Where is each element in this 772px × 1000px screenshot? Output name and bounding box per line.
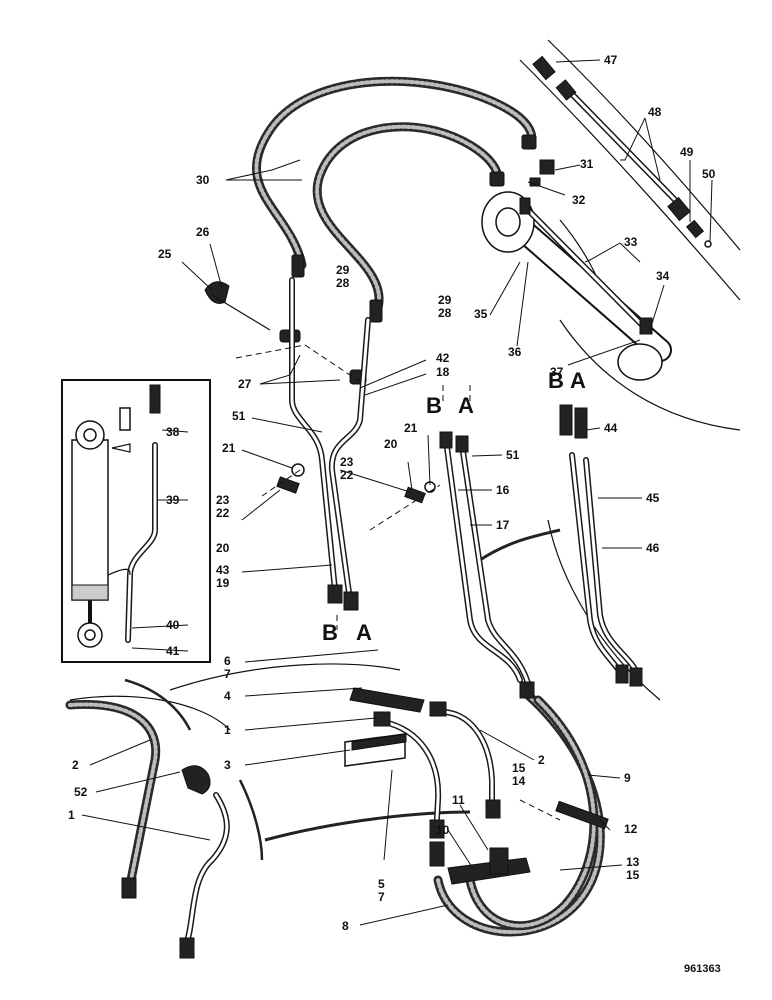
callout-51a: 51 — [232, 409, 246, 423]
leader-lines — [81, 59, 713, 926]
callout-43: 43 — [216, 563, 230, 577]
callout-12: 12 — [624, 822, 638, 836]
port-letters: B A B A B A — [322, 368, 586, 645]
callout-49: 49 — [680, 145, 694, 159]
callout-44: 44 — [604, 421, 618, 435]
callout-29a: 29 — [336, 263, 350, 277]
callout-35: 35 — [474, 307, 488, 321]
callout-23a: 23 — [216, 493, 230, 507]
callout-47: 47 — [604, 53, 618, 67]
machine-outlines — [69, 39, 741, 861]
port-label-a-left: A — [356, 620, 372, 645]
port-label-a-right: A — [570, 368, 586, 393]
callout-19: 19 — [216, 576, 230, 590]
callout-7b: 7 — [378, 890, 385, 904]
callout-41: 41 — [166, 644, 180, 658]
port-label-b-left: B — [322, 620, 338, 645]
callout-1b: 1 — [68, 808, 75, 822]
callout-31: 31 — [580, 157, 594, 171]
callout-16: 16 — [496, 483, 510, 497]
callout-numbers: 47 48 49 50 31 32 30 26 25 29 28 33 34 2… — [68, 53, 721, 975]
pipes-43-19 — [289, 277, 371, 611]
reference-lines — [235, 344, 561, 821]
callout-17: 17 — [496, 518, 510, 532]
callout-22a: 22 — [216, 506, 230, 520]
callout-32: 32 — [572, 193, 586, 207]
callout-4: 4 — [224, 689, 231, 703]
callout-48: 48 — [648, 105, 662, 119]
callout-15b: 15 — [626, 868, 640, 882]
callout-3: 3 — [224, 758, 231, 772]
port-label-b-mid: B — [426, 393, 442, 418]
callout-46: 46 — [646, 541, 660, 555]
callout-2a: 2 — [72, 758, 79, 772]
callout-28b: 28 — [438, 306, 452, 320]
cylinder-assembly — [481, 159, 672, 381]
port-label-a-mid: A — [458, 393, 474, 418]
pipes-16-17 — [439, 431, 533, 693]
hose-30 — [252, 76, 537, 323]
callout-42: 42 — [436, 351, 450, 365]
callout-1a: 1 — [224, 723, 231, 737]
callout-7a: 7 — [224, 667, 231, 681]
callout-50: 50 — [702, 167, 716, 181]
callout-15a: 15 — [512, 761, 526, 775]
callout-21b: 21 — [404, 421, 418, 435]
callout-30: 30 — [196, 173, 210, 187]
pipes-1-2-left — [65, 699, 230, 959]
clip-20-21 — [276, 463, 436, 504]
callout-25: 25 — [158, 247, 172, 261]
pipes-center-bottom — [344, 687, 509, 875]
drawing-reference-number: 961363 — [684, 963, 721, 975]
callout-38: 38 — [166, 425, 180, 439]
pipes-45-46 — [559, 404, 643, 687]
callout-13: 13 — [626, 855, 640, 869]
callout-45: 45 — [646, 491, 660, 505]
callout-14: 14 — [512, 774, 526, 788]
clamp-25-26 — [204, 281, 367, 385]
callout-52: 52 — [74, 785, 88, 799]
callout-39: 39 — [166, 493, 180, 507]
callout-40: 40 — [166, 618, 180, 632]
callout-8: 8 — [342, 919, 349, 933]
callout-2b: 2 — [538, 753, 545, 767]
callout-20b: 20 — [384, 437, 398, 451]
callout-36: 36 — [508, 345, 522, 359]
callout-33: 33 — [624, 235, 638, 249]
callout-5: 5 — [378, 877, 385, 891]
callout-22b: 22 — [340, 468, 354, 482]
port-label-b-right: B — [548, 368, 564, 393]
callout-34: 34 — [656, 269, 670, 283]
callout-9: 9 — [624, 771, 631, 785]
callout-51b: 51 — [506, 448, 520, 462]
callout-37: 37 — [550, 365, 564, 379]
callout-11: 11 — [452, 793, 465, 807]
callout-26: 26 — [196, 225, 210, 239]
callout-18: 18 — [436, 365, 450, 379]
callout-29b: 29 — [438, 293, 452, 307]
callout-10: 10 — [436, 823, 450, 837]
callout-6: 6 — [224, 654, 231, 668]
callout-21a: 21 — [222, 441, 236, 455]
hoses-8-9 — [429, 681, 609, 937]
callout-23b: 23 — [340, 455, 354, 469]
callout-28a: 28 — [336, 276, 350, 290]
callout-27: 27 — [238, 377, 252, 391]
inset-detail — [61, 379, 211, 663]
callout-20a: 20 — [216, 541, 230, 555]
pipe-48 — [532, 55, 712, 248]
